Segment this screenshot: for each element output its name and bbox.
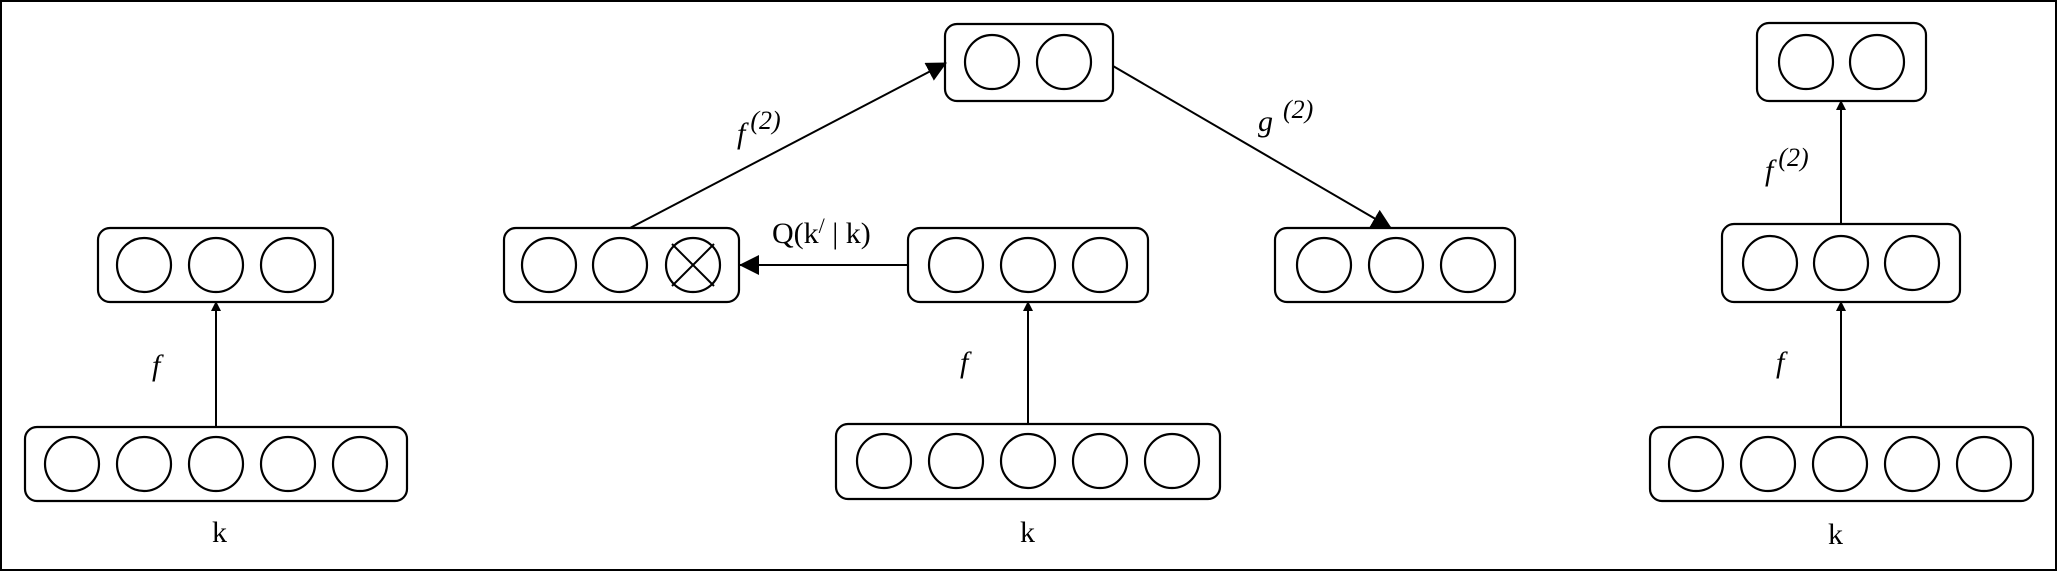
label-f2-sup: (2) bbox=[750, 106, 780, 135]
neuron-unit bbox=[1439, 236, 1497, 294]
layer-p2-bottom bbox=[834, 422, 1222, 501]
neuron-unit bbox=[187, 435, 245, 493]
neuron-unit bbox=[115, 236, 173, 294]
neuron-unit bbox=[1812, 234, 1870, 292]
panel-3: f k f(2) bbox=[1648, 21, 2035, 551]
neuron-unit bbox=[1739, 435, 1797, 493]
neuron-unit bbox=[1071, 236, 1129, 294]
label-q: Q(k/ | k) bbox=[772, 213, 871, 250]
masked-unit bbox=[664, 236, 722, 294]
layer-p3-bottom bbox=[1648, 425, 2035, 503]
neuron-unit bbox=[1295, 236, 1353, 294]
neuron-unit bbox=[999, 236, 1057, 294]
neuron-unit bbox=[927, 236, 985, 294]
layer-p1-top bbox=[96, 226, 335, 304]
neuron-unit bbox=[259, 435, 317, 493]
arrow-g2 bbox=[1112, 65, 1392, 229]
arrow-f2-p2 bbox=[629, 62, 947, 229]
neuron-unit bbox=[1367, 236, 1425, 294]
panel-1: f k bbox=[23, 226, 409, 549]
neuron-unit bbox=[331, 435, 389, 493]
neuron-unit bbox=[1777, 33, 1835, 91]
neuron-unit bbox=[1071, 432, 1129, 490]
neuron-unit bbox=[1667, 435, 1725, 493]
neuron-unit bbox=[520, 236, 578, 294]
neuron-unit bbox=[1883, 234, 1941, 292]
label-g2-base: g bbox=[1258, 105, 1273, 138]
neuron-unit bbox=[1955, 435, 2013, 493]
layer-p1-bottom bbox=[23, 425, 409, 503]
neuron-unit bbox=[1811, 435, 1869, 493]
label-g2: g (2) bbox=[1258, 95, 1313, 138]
neuron-unit bbox=[1848, 33, 1906, 91]
label-q-prime: / bbox=[819, 213, 826, 238]
neuron-unit bbox=[115, 435, 173, 493]
neuron-unit bbox=[1035, 33, 1093, 91]
neuron-unit bbox=[1143, 432, 1201, 490]
label-f2-p3: f(2) bbox=[1765, 143, 1809, 187]
neuron-unit bbox=[927, 432, 985, 490]
neuron-unit bbox=[1741, 234, 1799, 292]
layer-p2-mid bbox=[906, 226, 1150, 304]
neuron-unit bbox=[591, 236, 649, 294]
neuron-unit bbox=[1883, 435, 1941, 493]
layer-p2-left bbox=[502, 226, 741, 304]
neuron-unit bbox=[187, 236, 245, 294]
label-q-post: | k) bbox=[825, 217, 871, 250]
label-q-pre: Q(k bbox=[772, 217, 819, 250]
layer-p3-mid bbox=[1720, 222, 1962, 304]
label-g2-sup: (2) bbox=[1283, 95, 1313, 124]
layer-p2-top bbox=[943, 22, 1115, 103]
layer-p3-top bbox=[1755, 21, 1928, 103]
neuron-unit bbox=[43, 435, 101, 493]
label-f2-p3-sup: (2) bbox=[1778, 143, 1808, 172]
label-k-p2: k bbox=[1020, 516, 1035, 549]
neuron-unit bbox=[259, 236, 317, 294]
neuron-unit bbox=[963, 33, 1021, 91]
label-k-p1: k bbox=[212, 516, 227, 549]
neuron-unit bbox=[999, 432, 1057, 490]
label-k-p3: k bbox=[1828, 518, 1843, 551]
neuron-unit bbox=[855, 432, 913, 490]
panel-2: f k Q(k/ | k) f(2) g(2) bbox=[502, 22, 1517, 549]
layer-p2-right bbox=[1273, 226, 1517, 304]
